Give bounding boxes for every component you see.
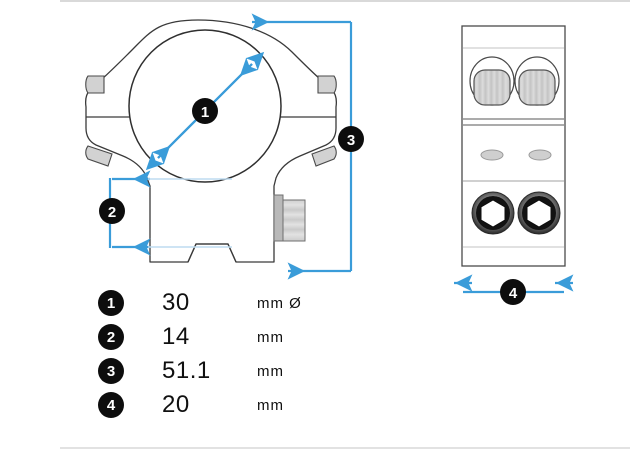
top-divider-line (60, 0, 630, 2)
bolt-tab-upper-right (317, 75, 337, 94)
callout-badge-4-label: 4 (509, 285, 518, 302)
bolt-tab-lower-right (311, 145, 337, 167)
bolt-tab-upper-left (85, 75, 105, 94)
legend-badge-2-label: 2 (98, 324, 124, 350)
top-view-group (454, 25, 574, 294)
legend-unit-3: mm (257, 362, 284, 380)
legend-unit-1: mm Ø (257, 294, 302, 312)
ring-screw-head-right (514, 56, 560, 106)
legend-row-1: 1 30 mm Ø (0, 286, 630, 320)
legend-row-2: 2 14 mm (0, 320, 630, 354)
dimension-legend-table: 1 30 mm Ø 2 14 mm 3 51.1 mm 4 20 mm (0, 286, 630, 422)
legend-badge-2: 2 (98, 324, 124, 350)
mid-slot-left (480, 149, 504, 161)
callout-badge-3-label: 3 (347, 132, 355, 149)
mid-slot-right (528, 149, 552, 161)
legend-value-3: 51.1 (162, 357, 211, 384)
callout-badge-1[interactable]: 1 (192, 98, 218, 124)
legend-badge-3: 3 (98, 358, 124, 384)
side-view-group (84, 13, 353, 280)
legend-unit-4: mm (257, 396, 284, 414)
clamp-thumb-screw (273, 194, 306, 242)
callout-badge-3[interactable]: 3 (338, 126, 364, 152)
callout-badge-4[interactable]: 4 (500, 279, 526, 305)
callout-badge-2[interactable]: 2 (99, 198, 125, 224)
ring-screw-head-left (469, 56, 515, 106)
legend-badge-1: 1 (98, 290, 124, 316)
legend-unit-2: mm (257, 328, 284, 346)
legend-value-4: 20 (162, 391, 190, 418)
legend-row-3: 3 51.1 mm (0, 354, 630, 388)
bolt-tab-lower-left (85, 145, 113, 167)
legend-badge-4-label: 4 (98, 392, 124, 418)
callout-badge-1-label: 1 (201, 104, 209, 121)
bottom-divider-line (60, 447, 630, 449)
legend-row-4: 4 20 mm (0, 388, 630, 422)
legend-badge-4: 4 (98, 392, 124, 418)
legend-badge-1-label: 1 (98, 290, 124, 316)
legend-value-2: 14 (162, 323, 190, 350)
recoil-lug-notch (187, 243, 237, 263)
hex-socket-screw-left (471, 191, 515, 235)
legend-badge-3-label: 3 (98, 358, 124, 384)
callout-badge-2-label: 2 (108, 204, 116, 221)
legend-value-1: 30 (162, 289, 190, 316)
hex-socket-screw-right (517, 191, 561, 235)
